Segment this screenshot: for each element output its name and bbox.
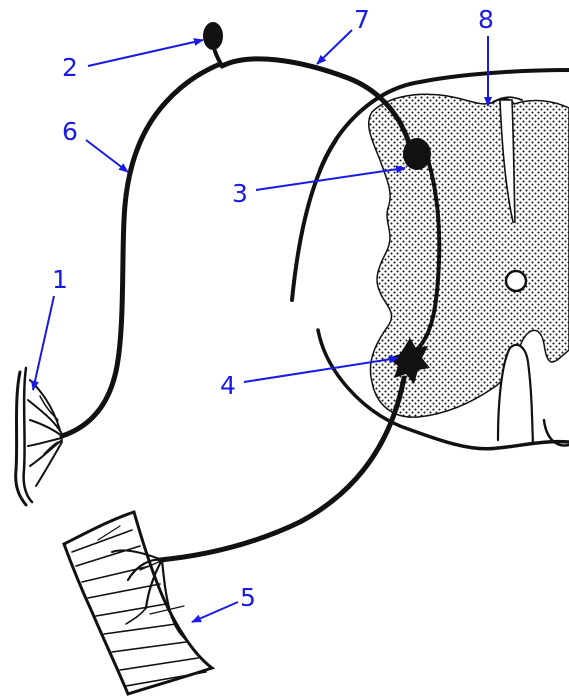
arrow-6 bbox=[86, 140, 128, 172]
central-canal bbox=[506, 271, 526, 291]
label-2: 2 bbox=[62, 53, 78, 82]
label-4: 4 bbox=[220, 371, 236, 400]
label-8: 8 bbox=[478, 5, 494, 34]
afferent-fiber bbox=[62, 64, 220, 436]
arrow-7 bbox=[317, 30, 352, 64]
interneuron-cell bbox=[403, 138, 431, 170]
spinal-cord bbox=[292, 70, 569, 449]
label-1: 1 bbox=[52, 265, 68, 294]
label-3: 3 bbox=[232, 179, 248, 208]
spinal-ganglion-cell bbox=[203, 22, 223, 50]
arrow-5 bbox=[192, 602, 238, 622]
label-6: 6 bbox=[62, 117, 78, 146]
effector-muscle bbox=[64, 512, 212, 694]
arrow-2 bbox=[88, 40, 203, 66]
arrow-1 bbox=[33, 296, 54, 390]
label-7: 7 bbox=[354, 5, 370, 34]
label-5: 5 bbox=[240, 583, 256, 612]
skin-receptor bbox=[16, 368, 62, 505]
